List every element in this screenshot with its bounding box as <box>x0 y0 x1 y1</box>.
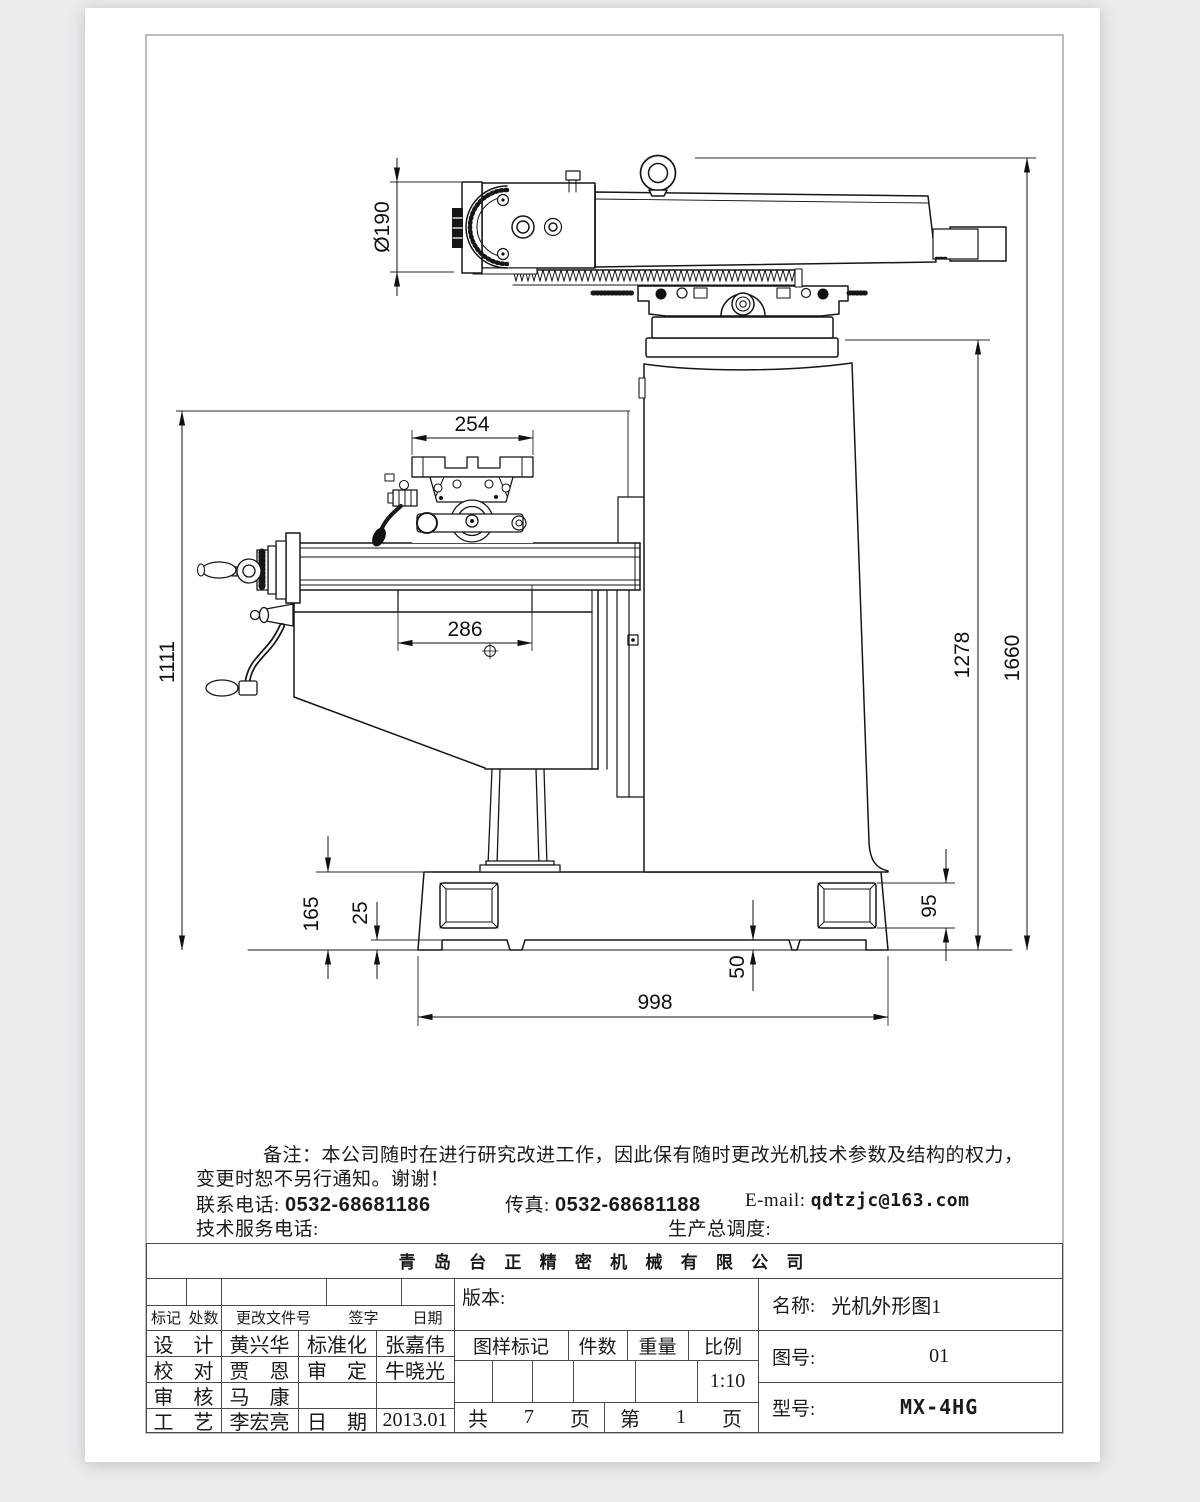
machine-head <box>452 170 596 275</box>
name-check: 贾 恩 <box>229 1360 290 1383</box>
model-label: 型号: <box>772 1398 816 1420</box>
title-block: 青 岛 台 正 精 密 机 械 有 限 公 司 标记 处数 更改文件号 签字 日… <box>146 1243 1063 1433</box>
machine-column <box>638 362 889 873</box>
dim-label-95: 95 <box>918 894 941 917</box>
fax-phone: 0532-68681188 <box>555 1194 701 1216</box>
foundation-pad-right <box>817 882 877 929</box>
email-label: E-mail: <box>745 1190 806 1211</box>
dim-label-1278: 1278 <box>951 632 974 679</box>
sheet-frame <box>145 34 1064 1434</box>
date-value: 2013.01 <box>382 1408 448 1431</box>
service-phone-label: 技术服务电话: <box>196 1219 319 1240</box>
dim-label-50: 50 <box>726 955 749 978</box>
knee-crank-handle <box>205 603 294 697</box>
company-name: 青 岛 台 正 精 密 机 械 有 限 公 司 <box>398 1253 811 1272</box>
role-audit: 审 核 <box>153 1386 214 1409</box>
drawing-no-value: 01 <box>929 1344 950 1367</box>
email-value: qdtzjc@163.com <box>810 1190 970 1211</box>
clamp-lever-grip <box>372 527 386 547</box>
pages-total-prefix: 共 <box>468 1408 488 1431</box>
model-row: 型号: MX-4HG <box>758 1382 1063 1432</box>
qty-header: 件数 <box>578 1336 617 1358</box>
contact-line: 联系电话: 0532-68681186 <box>196 1190 431 1217</box>
dim-label-998: 998 <box>637 991 672 1014</box>
contact-phone: 0532-68681186 <box>285 1194 431 1216</box>
role-standardization: 标准化 <box>307 1334 367 1357</box>
name-label: 名称: <box>772 1295 816 1317</box>
page-prefix: 第 <box>620 1408 640 1431</box>
rev-header-count: 处数 <box>188 1311 219 1327</box>
role-design: 设 计 <box>153 1334 214 1357</box>
vise-fixture <box>372 456 534 547</box>
machine-ram <box>594 191 1007 268</box>
dim-label-254: 254 <box>454 413 489 436</box>
oil-plug <box>565 170 581 181</box>
ram-rack <box>512 268 803 288</box>
scale-header: 比例 <box>703 1336 742 1358</box>
foundation-pad-left <box>439 882 499 929</box>
name-craft: 李宏亮 <box>229 1411 290 1433</box>
version-label: 版本: <box>462 1288 506 1309</box>
role-approve: 审 定 <box>307 1360 367 1383</box>
remark-line-1: 备注：本公司随时在进行研究改进工作，因此保有随时更改光机技术参数及结构的权力， <box>263 1145 1024 1166</box>
rev-header-mark: 标记 <box>150 1311 181 1327</box>
name-design: 黄兴华 <box>229 1334 290 1357</box>
dim-label-1660: 1660 <box>1001 635 1024 682</box>
name-row: 名称: 光机外形图1 <box>758 1278 1063 1330</box>
dimensions: Ø190 254 286 1111 165 25 50 95 998 1278 … <box>156 157 1036 1026</box>
rev-header-date: 日期 <box>412 1311 443 1327</box>
email-line: E-mail: qdtzjc@163.com <box>745 1190 969 1212</box>
pages-total-value: 7 <box>524 1405 534 1428</box>
pages-total-cell: 共 7 页 <box>454 1402 604 1432</box>
weight-header: 重量 <box>638 1336 677 1358</box>
scale-value: 1:10 <box>709 1369 746 1392</box>
rev-header-signature: 签字 <box>348 1311 379 1327</box>
name-audit: 马 康 <box>229 1386 290 1409</box>
work-table <box>285 532 641 604</box>
fax-line: 传真: 0532-68681188 <box>505 1190 701 1217</box>
name-standardization: 张嘉伟 <box>385 1334 445 1357</box>
elevating-support <box>479 768 561 873</box>
name-approve: 牛晓光 <box>385 1360 445 1383</box>
rev-header-docno: 更改文件号 <box>235 1311 311 1327</box>
pages-total-suffix: 页 <box>570 1408 590 1431</box>
dim-label-165: 165 <box>300 896 323 931</box>
role-check: 校 对 <box>153 1360 214 1383</box>
dim-label-286: 286 <box>447 618 482 641</box>
dim-label-1111: 1111 <box>156 641 179 683</box>
model-value: MX-4HG <box>900 1395 979 1419</box>
mark-header: 图样标记 <box>472 1336 549 1358</box>
dispatch-label: 生产总调度: <box>668 1219 772 1240</box>
dim-label-25: 25 <box>349 901 372 924</box>
role-craft: 工 艺 <box>153 1411 214 1433</box>
fax-label: 传真: <box>505 1195 550 1216</box>
page-number-cell: 第 1 页 <box>604 1402 758 1432</box>
drawing-name: 光机外形图1 <box>831 1295 942 1318</box>
angle-dial-arc <box>465 185 508 269</box>
table-handwheel <box>196 540 287 600</box>
page-suffix: 页 <box>722 1408 742 1431</box>
drawing-no-row: 图号: 01 <box>758 1330 1063 1382</box>
date-label: 日 期 <box>307 1411 367 1433</box>
lifting-eye-bolt <box>639 154 677 197</box>
page-number-value: 1 <box>676 1405 686 1428</box>
drawing-no-label: 图号: <box>772 1347 816 1369</box>
turret-assembly <box>590 285 869 358</box>
contact-label: 联系电话: <box>196 1195 280 1216</box>
dim-label-190: Ø190 <box>371 201 394 252</box>
knee <box>293 582 599 770</box>
remark-line-2: 变更时恕不另行通知。谢谢！ <box>196 1169 450 1190</box>
